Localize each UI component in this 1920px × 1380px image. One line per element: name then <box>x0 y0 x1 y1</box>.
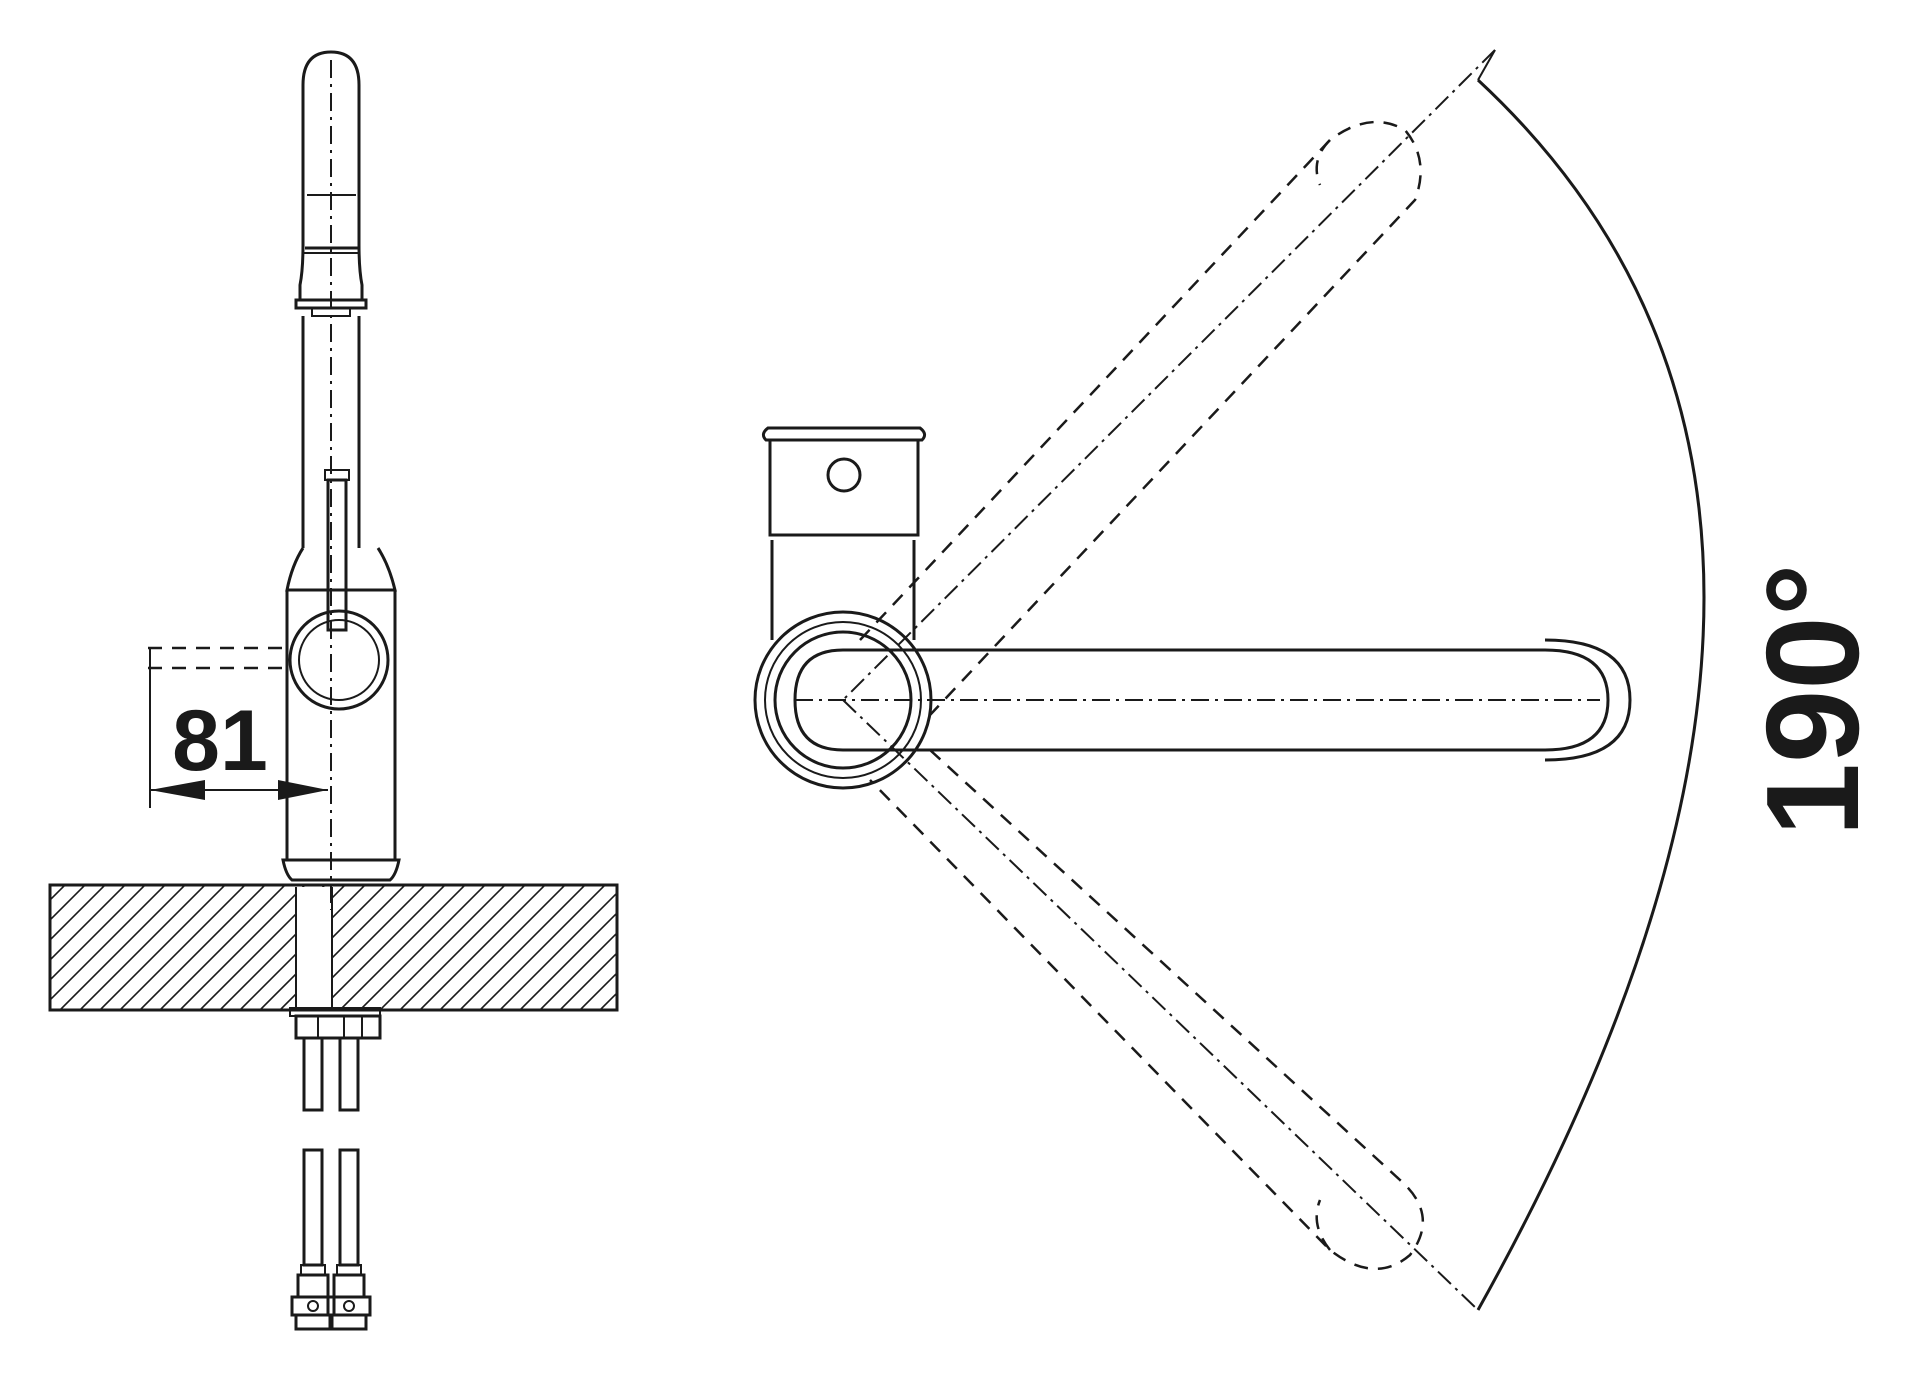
hatch-line <box>579 971 617 1010</box>
hatch-line <box>99 885 226 1010</box>
spout-ghost-lower <box>869 749 1425 1270</box>
hatch-line <box>179 885 306 1010</box>
hatch-line <box>50 885 166 1002</box>
hatch-line <box>319 885 446 1010</box>
hatch-line <box>50 885 146 982</box>
hatch-line <box>439 885 566 1010</box>
hatch-line <box>159 885 286 1010</box>
side-view: 81 <box>0 50 619 1331</box>
hatch-line <box>599 991 617 1010</box>
hatch-line <box>139 885 266 1010</box>
hatch-line <box>50 885 86 922</box>
spout-top-view <box>793 638 1632 762</box>
lever-handle <box>288 60 390 910</box>
swivel-angle-dimension: 190° <box>1739 563 1886 836</box>
spout-ghost-upper <box>859 120 1422 716</box>
spout <box>294 50 368 548</box>
hose-fitting-left <box>290 1264 336 1331</box>
faucet-base-top <box>761 426 927 640</box>
hatch-line <box>519 911 617 1010</box>
hatch-line <box>339 885 466 1010</box>
hatch-line <box>50 885 106 942</box>
countertop-section <box>0 883 619 1012</box>
swivel-angle-label: 190° <box>1739 563 1886 836</box>
hatch-line <box>0 885 45 1010</box>
hatch-line <box>59 885 186 1010</box>
swivel-range-arc <box>842 49 1706 1311</box>
hatch-line <box>419 885 546 1010</box>
hatch-line <box>50 885 126 962</box>
hatch-line <box>379 885 506 1010</box>
faucet-body <box>281 547 401 882</box>
hatch-line <box>559 951 617 1010</box>
hatch-line <box>79 885 206 1010</box>
hatch-line <box>359 885 486 1010</box>
hatch-line <box>479 885 606 1010</box>
mounting-hardware <box>289 1007 382 1331</box>
hatch-line <box>399 885 526 1010</box>
hatch-line <box>50 885 66 902</box>
reach-dimension-label: 81 <box>172 693 268 789</box>
hatch-line <box>459 885 586 1010</box>
reach-dimension: 81 <box>148 646 328 808</box>
top-view: 190° <box>753 49 1886 1311</box>
hose-fitting-right <box>326 1264 372 1331</box>
hatch-line <box>539 931 617 1010</box>
hatch-line <box>499 891 617 1010</box>
hatch-line <box>119 885 246 1010</box>
